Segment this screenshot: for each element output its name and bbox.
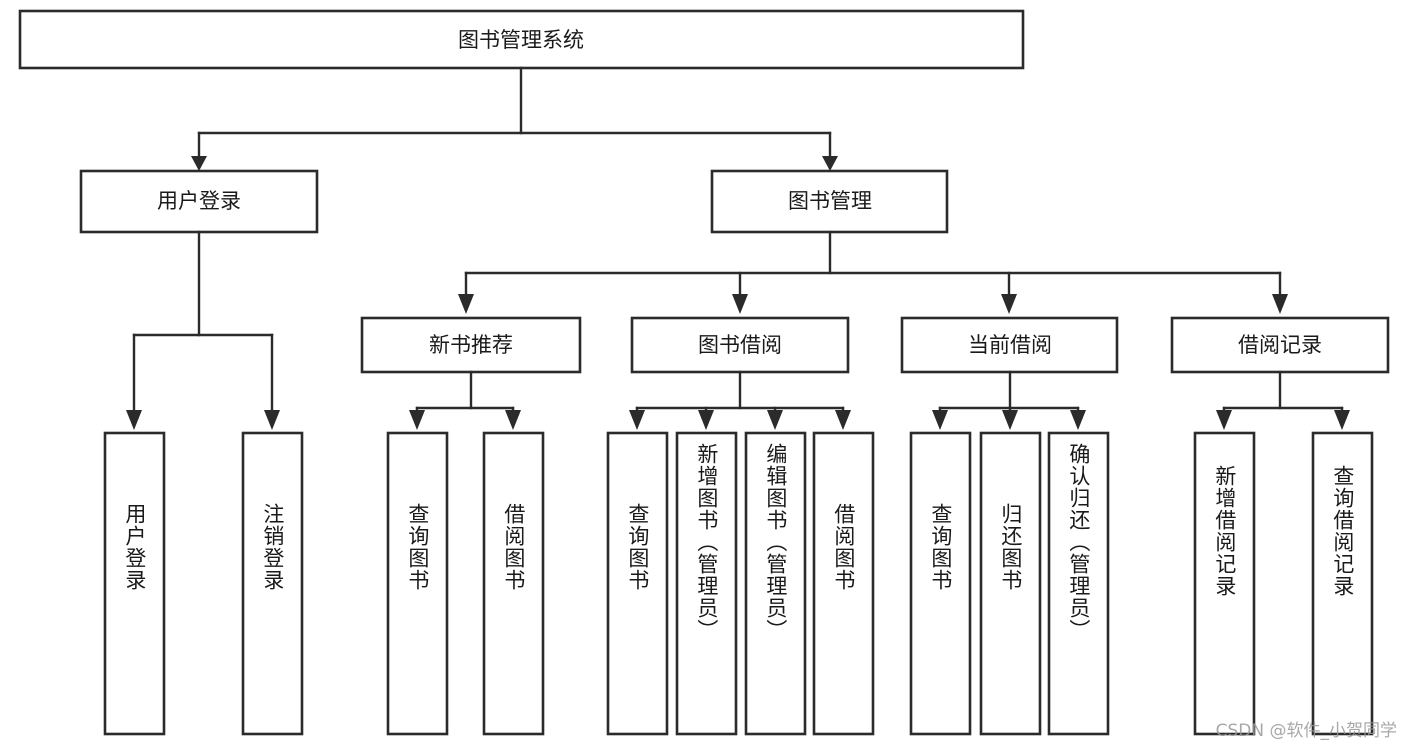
arrow-to-leaf-bb-4 — [835, 410, 851, 430]
arrow-to-leaf-nb-2 — [505, 410, 521, 430]
leaf-box-br-query-record[interactable] — [1311, 431, 1374, 736]
node-book-borrow-box[interactable] — [630, 316, 850, 374]
arrow-to-leaf-bb-1 — [629, 410, 645, 430]
node-new-book-label: 新书推荐 — [429, 333, 513, 357]
arrow-to-leaf-cb-3 — [1070, 410, 1086, 430]
leaf-box-bb-query-book[interactable] — [606, 431, 669, 736]
node-user-login-label: 用户登录 — [157, 189, 241, 213]
arrow-to-new-book — [458, 294, 474, 314]
leaf-box-cb-query-book[interactable] — [909, 431, 972, 736]
arrow-to-book-manage — [822, 156, 838, 171]
node-borrow-record-box[interactable] — [1170, 316, 1390, 374]
node-new-book-box[interactable] — [360, 316, 582, 374]
arrow-to-borrow-record — [1272, 294, 1288, 314]
arrow-to-leaf-bb-2 — [698, 410, 714, 430]
arrow-to-user-login — [191, 156, 207, 171]
node-root-box[interactable] — [18, 9, 1025, 70]
leaf-box-bb-borrow-book[interactable] — [812, 431, 875, 736]
arrow-to-current-borrow — [1001, 294, 1017, 314]
arrow-to-leaf-cb-2 — [1002, 410, 1018, 430]
leaf-box-cb-return-book[interactable] — [979, 431, 1042, 736]
arrow-to-leaf-user-login — [126, 410, 142, 430]
node-current-borrow-label: 当前借阅 — [968, 333, 1052, 357]
node-book-borrow-label: 图书借阅 — [698, 333, 782, 357]
arrow-to-leaf-cb-1 — [932, 410, 948, 430]
arrow-to-leaf-logout — [264, 410, 280, 430]
node-borrow-record-label: 借阅记录 — [1238, 333, 1322, 357]
arrow-to-leaf-br-2 — [1334, 410, 1350, 430]
arrow-to-book-borrow — [732, 294, 748, 314]
leaf-box-nb-borrow-book[interactable] — [482, 431, 545, 736]
leaf-box-bb-add-book[interactable] — [675, 431, 738, 736]
leaf-box-nb-query-book[interactable] — [386, 431, 449, 736]
arrow-to-leaf-nb-1 — [409, 410, 425, 430]
node-book-manage-box[interactable] — [710, 169, 949, 234]
leaf-box-user-login[interactable] — [103, 431, 166, 736]
arrow-to-leaf-br-1 — [1216, 410, 1232, 430]
node-current-borrow-box[interactable] — [900, 316, 1119, 374]
leaf-box-cb-confirm-return[interactable] — [1047, 431, 1110, 736]
arrow-to-leaf-bb-3 — [767, 410, 783, 430]
leaf-box-bb-edit-book[interactable] — [744, 431, 807, 736]
node-root-label: 图书管理系统 — [458, 28, 584, 52]
node-book-manage-label: 图书管理 — [788, 189, 872, 213]
leaf-box-logout[interactable] — [241, 431, 304, 736]
leaf-box-br-add-record[interactable] — [1193, 431, 1256, 736]
